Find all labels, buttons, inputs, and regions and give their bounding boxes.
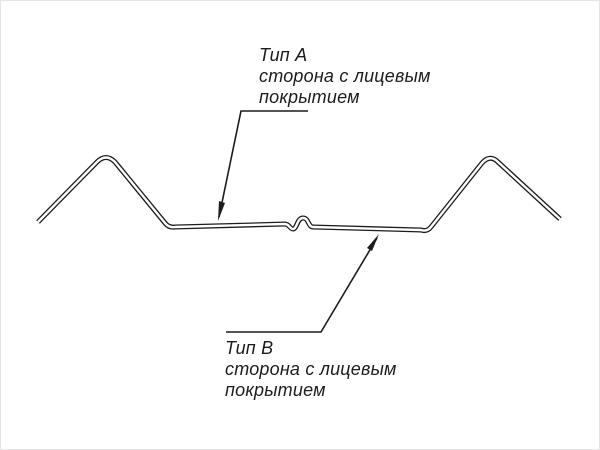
leader-line-b xyxy=(226,237,378,333)
callout-type-b-title: Тип В xyxy=(225,338,274,358)
callout-type-a: Тип А сторона с лицевым покрытием xyxy=(259,45,431,108)
callout-type-a-title: Тип А xyxy=(259,45,308,65)
leader-line-a xyxy=(218,110,308,218)
callout-type-b: Тип В сторона с лицевым покрытием xyxy=(225,338,397,401)
callout-type-a-desc-line2: покрытием xyxy=(259,87,360,107)
profile-inner-gap xyxy=(37,156,561,232)
callout-type-a-desc-line1: сторона с лицевым xyxy=(259,66,431,86)
arrowhead-b-icon xyxy=(367,234,379,251)
callout-type-b-desc-line2: покрытием xyxy=(225,380,326,400)
callout-type-b-desc-line1: сторона с лицевым xyxy=(225,359,397,379)
arrowhead-a-icon xyxy=(218,201,225,221)
